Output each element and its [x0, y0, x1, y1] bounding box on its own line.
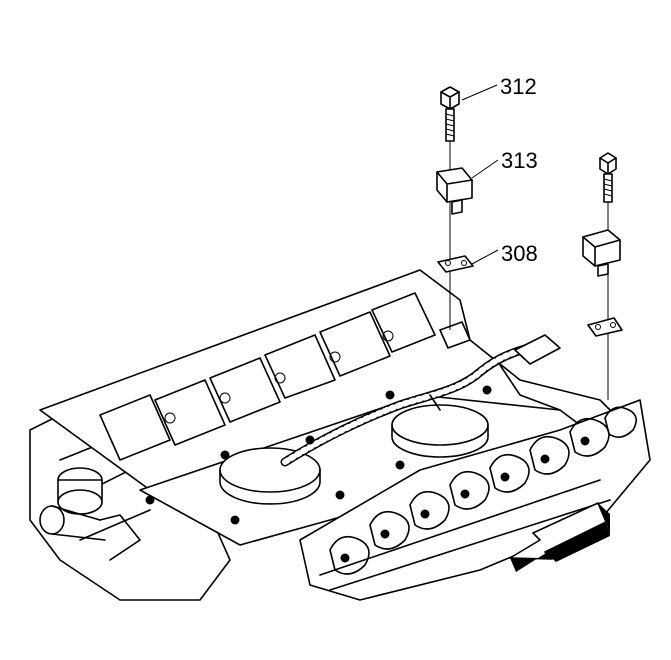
callout-313: 313 [471, 148, 538, 179]
bolt-right [599, 152, 617, 203]
bolt-312 [440, 86, 460, 142]
runner-ports [99, 292, 436, 461]
cylinder-head [299, 399, 651, 601]
callout-308: 308 [471, 241, 538, 266]
rocker-arms [329, 406, 637, 575]
gasket-308 [437, 255, 474, 273]
callout-312: 312 [461, 74, 537, 101]
callout-label-313: 313 [501, 148, 538, 173]
callout-label-312: 312 [500, 74, 537, 99]
gasket-right [587, 317, 623, 337]
callout-label-308: 308 [501, 241, 538, 266]
front-direction-arrow [509, 502, 610, 572]
bracket-313 [436, 167, 473, 215]
mounting-bolts [145, 385, 492, 525]
exploded-stack-left [436, 86, 474, 330]
bracket-right [582, 229, 621, 277]
wiring-harness [280, 334, 561, 467]
engine-assembly [29, 269, 651, 601]
exploded-stack-right [582, 152, 623, 400]
sensor-covers [219, 404, 489, 505]
throttle-fitting [39, 467, 141, 561]
